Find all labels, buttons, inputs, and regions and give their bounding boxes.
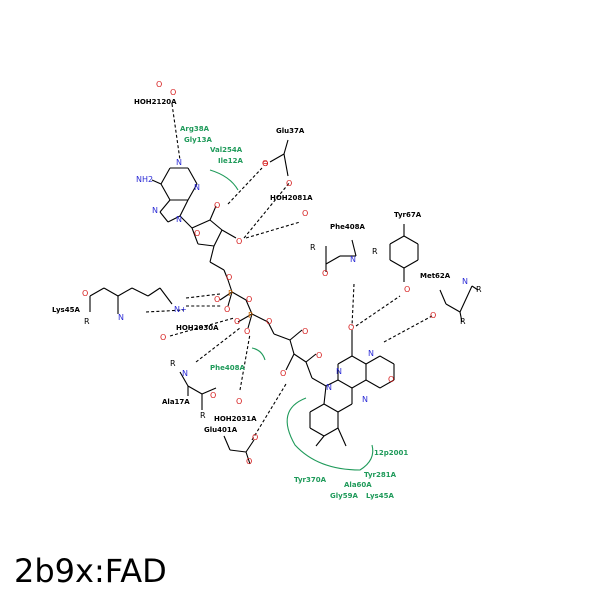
label-ala60: Ala60A [344,481,372,489]
atom-o4-flavin: O [388,375,394,384]
atom-r-met62: R [476,285,482,294]
label-lys45: Lys45A [52,306,80,314]
tyr67-residue [389,224,419,282]
atom-o-bridge-1: O [226,273,232,282]
atom-n-met62: N [462,277,468,286]
hydrogen-bonds [145,103,433,441]
atom-r-phe408: R [310,243,316,252]
atom-n10-flavin: N [326,383,332,392]
atom-r-ala17-b: R [200,411,206,420]
label-val254: Val254A [210,146,243,154]
atom-o-lys45: O [82,289,88,298]
ribose-ring [191,205,237,281]
atom-o-ribityl-2: O [280,369,286,378]
phosphate-chain [219,279,327,387]
atom-r-phe408-b: R [372,247,378,256]
label-gly59: Gly59A [330,492,358,500]
atom-o-hoh2031: O [236,397,242,406]
atom-o-bridge-2: O [246,295,252,304]
atom-o-pa-2: O [224,305,230,314]
label-tyr281: Tyr281A [364,471,397,479]
label-tyr370: Tyr370A [294,476,327,484]
atom-n-ala17: N [182,369,188,378]
label-lys45-contact: Lys45A [366,492,394,500]
atom-r-lys45: R [84,317,90,326]
contact-arc-phe408 [251,347,266,361]
label-phe408-contact: Phe408A [210,364,245,372]
atom-n1-flavin: N [336,367,342,376]
atom-r-met62-b: R [460,317,466,326]
label-gly13: Gly13A [184,136,212,144]
atom-o-ribose-2: O [214,201,220,210]
label-hoh2081: HOH2081A [270,194,313,202]
atom-o-bridge-3: O [266,317,272,326]
atom-o-hoh2120-b: O [170,88,176,97]
atom-n-phe408: N [350,255,356,264]
atom-o-ribityl-3: O [316,351,322,360]
atom-o-pb-1: O [234,317,240,326]
atom-o-met62: O [430,311,436,320]
atom-o-pb-2: O [244,327,250,336]
label-met62: Met62A [420,272,451,280]
atom-o-hoh2081: O [302,209,308,218]
atom-n-adenine-3: N [152,206,158,215]
atom-n5-flavin: N [362,395,368,404]
label-phe408-top: Phe408A [330,223,365,231]
atom-p-alpha: P [228,289,233,298]
atom-o2-flavin: O [348,323,354,332]
atom-o-ribose-ring: O [194,229,200,238]
label-glu401: Glu401A [204,426,238,434]
adenine-ring [151,167,198,229]
atom-p-beta: P [248,311,253,320]
contact-arc-arg38 [209,169,239,191]
atom-labels: O O N N N N NH2 O O O O O O O P O O O P … [82,80,482,466]
isoalloxazine-rings [309,330,395,447]
atom-r-ala17: R [170,359,176,368]
atom-o-glu37-2: O [286,179,292,188]
label-hoh2120: HOH2120A [134,98,177,106]
label-tyr67: Tyr67A [394,211,422,219]
atom-o-glu37-1: O [262,159,268,168]
label-hoh2031: HOH2031A [214,415,257,423]
glu401-residue [223,435,255,465]
atom-n-lys45-nz: N+ [174,305,187,314]
atom-n-adenine-4: N [176,215,182,224]
contact-arc-tyr370 [286,397,374,471]
atom-n3-flavin: N [368,349,374,358]
atom-o-hoh2030: O [160,333,166,342]
lys45-residue [89,287,173,314]
atom-o-hoh2120: O [156,80,162,89]
atom-o-glu401-2: O [246,457,252,466]
ligand-caption: 2b9x:FAD [14,552,167,590]
label-ile12: Ile12A [218,157,243,165]
atom-o-ribose-3: O [236,237,242,246]
label-arg38: Arg38A [180,125,210,133]
atom-n-adenine-1: N [176,158,182,167]
phe408-residue [325,239,357,272]
atom-o-ribityl-1: O [302,327,308,336]
atom-o-ala17: O [210,391,216,400]
atom-o-pa-1: O [214,295,220,304]
atom-o-glu401-1: O [252,433,258,442]
label-hoh2030: HOH2030A [176,324,219,332]
atom-o-glu37-dup: ⊖ [262,159,269,168]
atom-nh2-adenine: NH2 [136,175,153,184]
ala17-residue [179,371,217,410]
atom-o-tyr67: O [404,285,410,294]
atom-n-adenine-2: N [194,183,200,192]
label-ala17: Ala17A [162,398,190,406]
glu37-residue [269,139,289,177]
atom-n-lys45-backbone: N [118,313,124,322]
met62-residue [439,285,479,323]
label-12p2001: 12p2001 [374,449,408,457]
label-glu37: Glu37A [276,127,305,135]
atom-o-phe408: O [322,269,328,278]
